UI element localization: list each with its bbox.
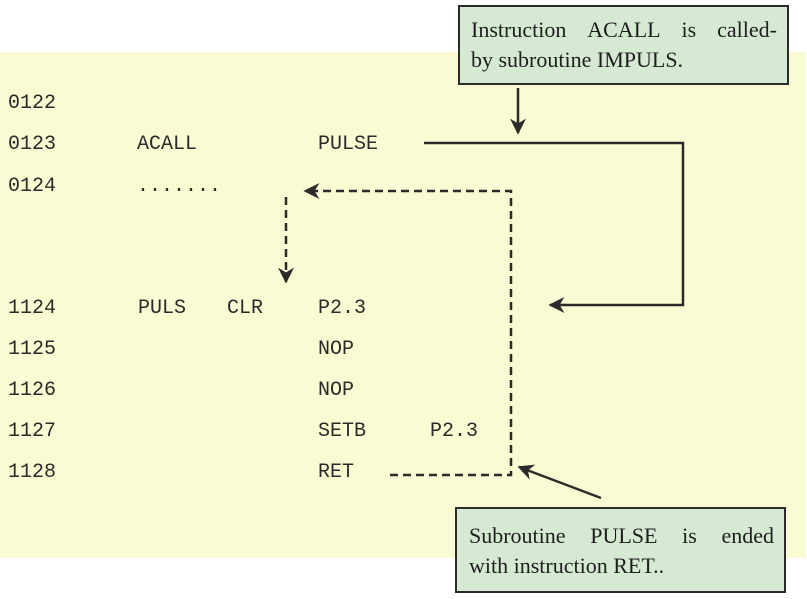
operand-p2-3: P2.3 [430, 420, 479, 443]
word: called- [717, 17, 777, 42]
instruction-acall: ACALL [137, 133, 198, 156]
instruction-clr: CLR [227, 297, 264, 320]
label-puls: PULS [138, 297, 187, 320]
ellipsis: ....... [137, 175, 222, 198]
word: Subroutine [469, 523, 566, 548]
instruction-nop: NOP [318, 379, 355, 402]
instruction-nop: NOP [318, 338, 355, 361]
callout-bottom-line-1: Subroutine PULSE is ended [469, 521, 774, 551]
address-0124: 0124 [8, 175, 57, 198]
operand-p2-3: P2.3 [318, 297, 367, 320]
address-0122: 0122 [8, 92, 57, 115]
bottom-callout-pointer [517, 464, 602, 500]
callout-top-line-1: Instruction ACALL is called- [471, 15, 777, 45]
instruction-setb: SETB [318, 420, 367, 443]
operand-pulse: PULSE [318, 133, 379, 156]
word: PULSE [590, 523, 658, 548]
word: ended [721, 523, 774, 548]
call-arrow [424, 141, 685, 313]
word: ACALL [587, 17, 661, 42]
address-1128: 1128 [8, 461, 57, 484]
return-arrow [303, 183, 513, 477]
word: Instruction [471, 17, 567, 42]
callout-bottom-line-2: with instruction RET.. [469, 553, 665, 578]
callout-ret-note: Subroutine PULSE is ended with instructi… [455, 507, 786, 593]
address-1125: 1125 [8, 338, 57, 361]
instruction-ret: RET [318, 461, 355, 484]
callout-top-line-2: by subroutine IMPULS. [471, 47, 684, 72]
address-1124: 1124 [8, 297, 57, 320]
callout-acall-note: Instruction ACALL is called- by subrouti… [458, 5, 789, 85]
address-0123: 0123 [8, 133, 57, 156]
address-1126: 1126 [8, 379, 57, 402]
word: is [682, 523, 697, 548]
address-1127: 1127 [8, 420, 57, 443]
word: is [681, 17, 697, 42]
